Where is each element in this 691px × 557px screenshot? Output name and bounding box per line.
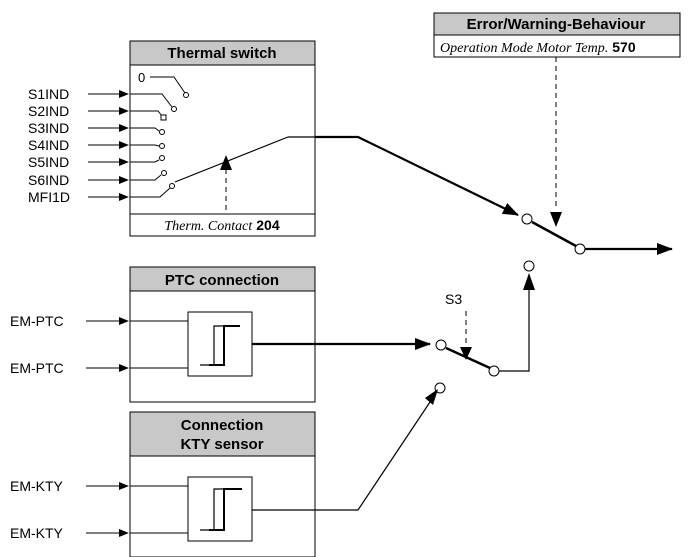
s3-contact-a xyxy=(435,339,447,351)
zero-input-label: 0 xyxy=(138,70,145,85)
switch-s3: S3 xyxy=(434,273,535,394)
kty-header xyxy=(129,411,316,457)
thermal-switch-header xyxy=(129,40,316,66)
input-s6ind: S6IND xyxy=(28,172,69,188)
input-s3ind: S3IND xyxy=(28,120,69,136)
input-em-ptc-1: EM-PTC xyxy=(10,313,64,329)
main-switch-contact-a xyxy=(521,213,533,225)
ptc-title: PTC connection xyxy=(165,272,279,289)
input-s4ind: S4IND xyxy=(28,137,69,153)
kty-hysteresis-icon xyxy=(187,476,253,542)
ptc-connection-block: PTC connection EM-PTC EM-PTC xyxy=(10,266,316,403)
main-switch xyxy=(521,213,673,272)
input-mfi1d: MFI1D xyxy=(28,189,70,205)
error-behaviour-title: Error/Warning-Behaviour xyxy=(467,16,646,33)
input-s1ind: S1IND xyxy=(28,86,69,102)
input-s2ind: S2IND xyxy=(28,103,69,119)
ptc-header xyxy=(129,266,316,292)
kty-title-line2: KTY sensor xyxy=(180,436,263,453)
s3-label: S3 xyxy=(445,291,462,307)
thermal-output-line xyxy=(288,135,519,216)
selector-switch-icons xyxy=(130,93,177,198)
thermal-switch-title: Thermal switch xyxy=(167,45,276,62)
kty-output-arrowhead xyxy=(425,389,438,405)
error-behaviour-param-box xyxy=(433,34,681,58)
main-switch-contact-b xyxy=(523,260,535,272)
kty-output-line xyxy=(252,401,431,511)
kty-title-line1: Connection xyxy=(181,417,264,434)
ptc-hysteresis-icon xyxy=(187,311,253,377)
thermal-switch-frame xyxy=(129,40,316,237)
input-s5ind: S5IND xyxy=(28,154,69,170)
main-switch-pivot xyxy=(574,243,586,255)
s3-pivot xyxy=(488,365,500,377)
input-em-ptc-2: EM-PTC xyxy=(10,360,64,376)
input-em-kty-2: EM-KTY xyxy=(10,525,64,541)
input-em-kty-1: EM-KTY xyxy=(10,478,64,494)
error-behaviour-block: Error/Warning-Behaviour Operation Mode M… xyxy=(433,12,681,227)
kty-connection-block: Connection KTY sensor EM-KTY EM-KTY xyxy=(10,411,316,557)
operation-mode-param: Operation Mode Motor Temp.570 xyxy=(440,39,636,56)
